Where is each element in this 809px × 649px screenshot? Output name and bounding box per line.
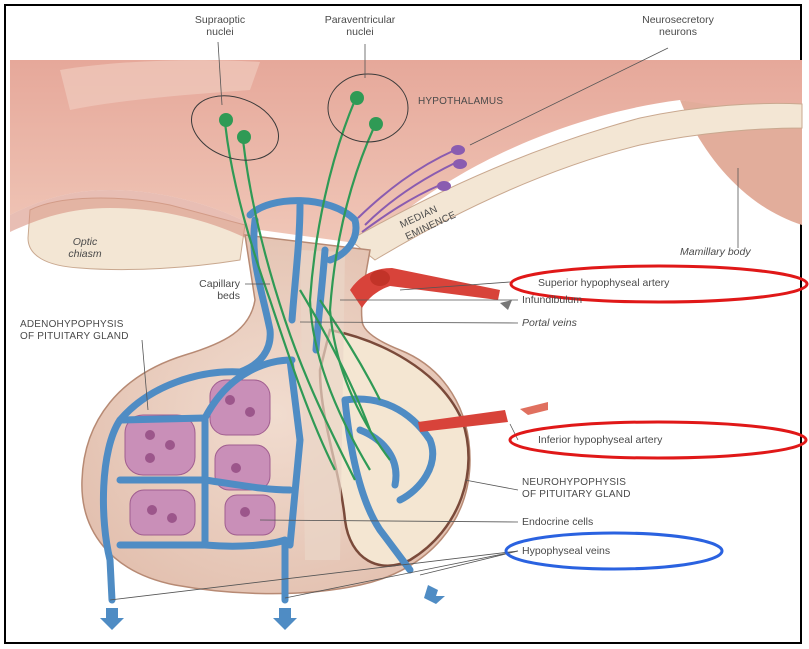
label-neurosecretory: Neurosecretory neurons: [608, 14, 748, 38]
label-optic-line1: Optic: [55, 236, 115, 248]
label-neurosecretory-line1: Neurosecretory: [608, 14, 748, 26]
label-capillary-line2: beds: [180, 290, 240, 302]
label-supraoptic: Supraoptic nuclei: [160, 14, 280, 38]
label-adeno-line1: ADENOHYPOPHYSIS: [20, 319, 129, 331]
label-superior-hypophyseal-artery: Superior hypophyseal artery: [538, 277, 669, 289]
label-neurosecretory-line2: neurons: [608, 26, 748, 38]
label-optic-chiasm: Optic chiasm: [55, 236, 115, 260]
label-adeno-line2: OF PITUITARY GLAND: [20, 331, 129, 343]
label-mamillary-body: Mamillary body: [680, 246, 751, 258]
label-capillary-beds: Capillary beds: [180, 278, 240, 302]
label-hypophyseal-veins: Hypophyseal veins: [522, 545, 610, 557]
label-infundibulum: Infundibulum: [522, 294, 582, 306]
label-optic-line2: chiasm: [55, 248, 115, 260]
label-paraventricular: Paraventricular nuclei: [290, 14, 430, 38]
label-neuro-line1: NEUROHYPOPHYSIS: [522, 477, 631, 489]
label-portal-veins: Portal veins: [522, 317, 577, 329]
label-paraventricular-line2: nuclei: [290, 26, 430, 38]
label-hypothalamus: HYPOTHALAMUS: [418, 96, 503, 108]
label-endocrine-cells: Endocrine cells: [522, 516, 593, 528]
label-paraventricular-line1: Paraventricular: [290, 14, 430, 26]
label-supraoptic-line1: Supraoptic: [160, 14, 280, 26]
label-neurohypophysis: NEUROHYPOPHYSIS OF PITUITARY GLAND: [522, 477, 631, 501]
label-supraoptic-line2: nuclei: [160, 26, 280, 38]
label-capillary-line1: Capillary: [180, 278, 240, 290]
label-adenohypophysis: ADENOHYPOPHYSIS OF PITUITARY GLAND: [20, 319, 129, 343]
label-neuro-line2: OF PITUITARY GLAND: [522, 489, 631, 501]
label-inferior-hypophyseal-artery: Inferior hypophyseal artery: [538, 434, 662, 446]
